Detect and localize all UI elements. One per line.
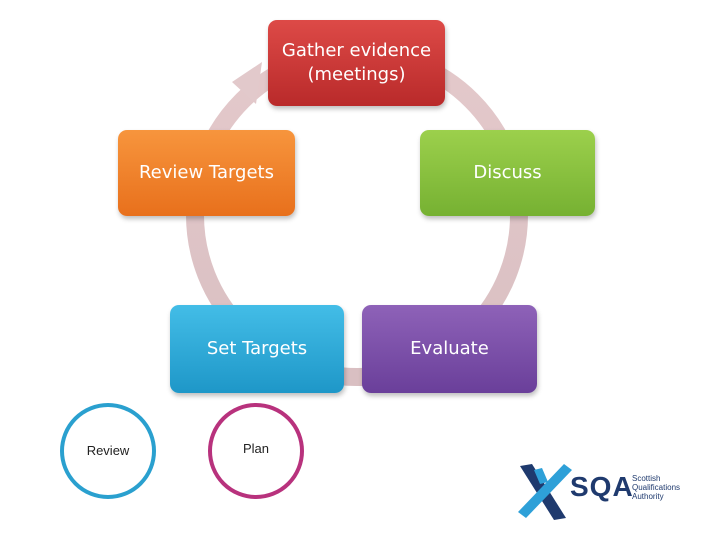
review-ring [60,403,156,499]
evaluate-step: Evaluate [362,305,537,393]
review-ring-label: Review [86,443,130,458]
gather-evidence-label: Gather evidence (meetings) [281,40,432,85]
sqa-logo: SQA Scottish Qualifications Authority [514,460,694,522]
sqa-saltire-icon [518,464,572,520]
review-targets-label: Review Targets [138,162,274,183]
gather-evidence-step: Gather evidence (meetings) [268,20,445,106]
sqa-subtitle: Scottish Qualifications Authority [632,474,681,501]
discuss-label: Discuss [473,162,542,183]
sqa-wordmark: SQA [570,471,634,502]
review-targets-step: Review Targets [118,130,295,216]
plan-ring-label: Plan [242,441,270,456]
set-targets-step: Set Targets [170,305,344,393]
evaluate-label: Evaluate [410,338,489,359]
set-targets-label: Set Targets [206,338,308,359]
plan-ring [208,403,304,499]
discuss-step: Discuss [420,130,595,216]
cycle-arrowhead [232,62,262,104]
